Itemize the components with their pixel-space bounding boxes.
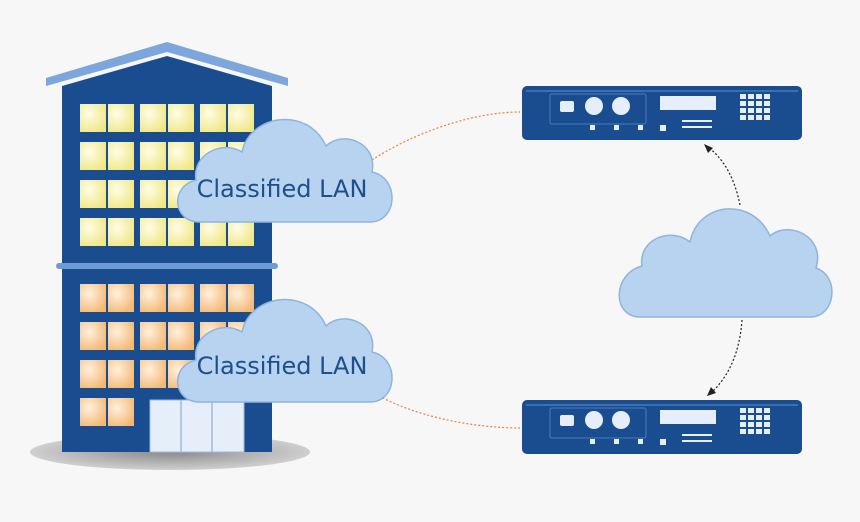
window xyxy=(200,104,254,132)
keypad-key xyxy=(740,94,746,99)
knob xyxy=(585,97,603,115)
keypad-key xyxy=(756,415,762,420)
display xyxy=(660,96,716,110)
classified-lan-cloud-lower: Classified LAN xyxy=(177,298,393,403)
port xyxy=(638,439,643,444)
status-led xyxy=(560,415,574,426)
keypad-key xyxy=(764,415,770,420)
window xyxy=(80,180,134,208)
keypad-key xyxy=(748,429,754,434)
keypad-key xyxy=(756,94,762,99)
keypad-key xyxy=(748,115,754,120)
window xyxy=(80,218,134,246)
knob xyxy=(612,411,630,429)
keypad-key xyxy=(756,408,762,413)
keypad-key xyxy=(740,429,746,434)
keypad-key xyxy=(748,422,754,427)
keypad-key xyxy=(756,429,762,434)
keypad-key xyxy=(756,108,762,113)
keypad-key xyxy=(764,115,770,120)
network-cloud-icon xyxy=(618,208,833,318)
classified-lan-cloud-upper: Classified LAN xyxy=(177,118,393,223)
top-wan-link xyxy=(707,146,741,206)
office-building-icon xyxy=(30,42,310,470)
keypad-key xyxy=(764,108,770,113)
device-panel xyxy=(549,407,647,439)
encryptor-device-bottom xyxy=(522,400,802,454)
status-led xyxy=(560,101,574,112)
keypad-key xyxy=(764,429,770,434)
top-wan-arrow xyxy=(704,144,713,153)
display xyxy=(660,410,716,424)
keypad-key xyxy=(740,108,746,113)
keypad-key xyxy=(764,422,770,427)
device-panel xyxy=(549,93,647,125)
port xyxy=(660,125,666,131)
cloud-lower-label: Classified LAN xyxy=(197,352,368,380)
port xyxy=(614,439,619,444)
keypad-key xyxy=(740,115,746,120)
window xyxy=(140,322,194,350)
window xyxy=(80,360,134,388)
cloud-lower-icon xyxy=(177,298,393,403)
keypad-key xyxy=(740,101,746,106)
building-roof xyxy=(46,42,288,86)
keypad-key xyxy=(740,408,746,413)
window xyxy=(80,284,134,312)
cloud-upper-icon xyxy=(177,118,393,223)
window xyxy=(80,104,134,132)
window xyxy=(140,104,194,132)
bottom-wan-arrow xyxy=(707,387,716,396)
window xyxy=(80,142,134,170)
window xyxy=(140,142,194,170)
window xyxy=(80,322,134,350)
keypad-key xyxy=(748,94,754,99)
bottom-wan-link xyxy=(711,319,743,393)
window xyxy=(80,398,134,426)
port xyxy=(590,439,595,444)
encryptor-device-top xyxy=(522,86,802,140)
keypad-key xyxy=(748,415,754,420)
keypad-key xyxy=(764,408,770,413)
port xyxy=(638,125,643,130)
window xyxy=(140,218,194,246)
keypad-key xyxy=(756,115,762,120)
keypad-key xyxy=(748,101,754,106)
bottom-lan-link xyxy=(371,391,521,429)
port xyxy=(590,125,595,130)
keypad-key xyxy=(756,101,762,106)
keypad-key xyxy=(740,415,746,420)
window xyxy=(200,284,254,312)
keypad-key xyxy=(764,94,770,99)
keypad-key xyxy=(748,408,754,413)
port xyxy=(660,439,666,445)
keypad-key xyxy=(740,422,746,427)
building-door xyxy=(149,399,245,453)
window xyxy=(140,284,194,312)
floor-divider xyxy=(56,263,278,269)
port xyxy=(614,125,619,130)
keypad-key xyxy=(764,101,770,106)
knob xyxy=(585,411,603,429)
keypad-key xyxy=(756,422,762,427)
keypad-key xyxy=(748,108,754,113)
cloud-upper-label: Classified LAN xyxy=(197,175,368,203)
knob xyxy=(612,97,630,115)
top-lan-link xyxy=(371,111,521,161)
